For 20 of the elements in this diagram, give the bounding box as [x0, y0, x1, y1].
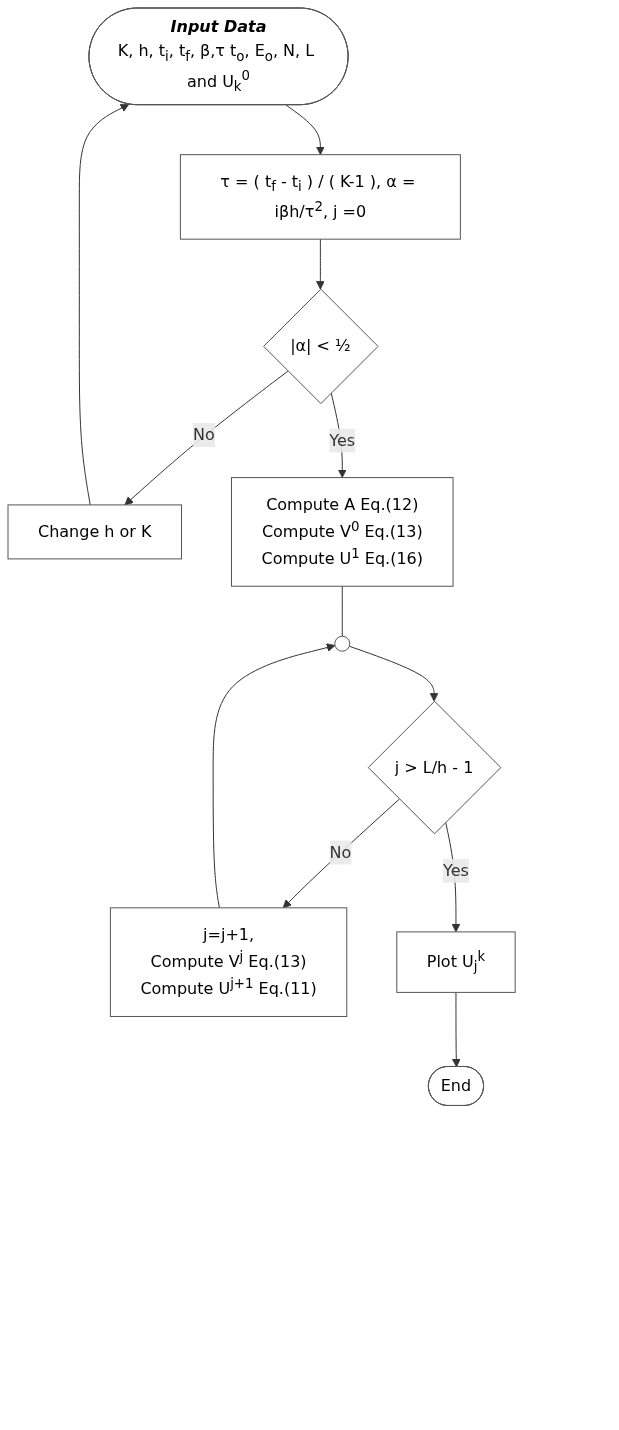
node-diamond: j > L/h - 1 — [367, 700, 502, 835]
arrow — [316, 238, 325, 290]
arrow — [78, 103, 130, 506]
arrow — [282, 798, 400, 909]
connector — [341, 585, 343, 637]
node-diamond: |α| < ½ — [263, 288, 379, 405]
node-box: τ = ( t$_{f}$ - t$_{i}$ ) / ( K-1 ), α = iβh/τ$^{2}$, j =0 — [179, 154, 461, 240]
edge-label: No — [329, 842, 352, 862]
arrow — [124, 370, 289, 506]
node-box: j=j+1, Compute V$^{j}$ Eq.(13) Compute U$^{j+1}$ Eq.(11) — [109, 907, 348, 1017]
arrow — [451, 991, 461, 1068]
node-box: Change h or K — [7, 504, 182, 560]
node-circle — [334, 635, 351, 652]
arrow — [212, 643, 336, 909]
arrow — [348, 645, 439, 702]
arrow — [285, 104, 325, 156]
node-box: Compute A Eq.(12) Compute V$^{0}$ Eq.(13) Compute U$^{1}$ Eq.(16) — [231, 477, 454, 587]
edge-label: No — [193, 425, 215, 445]
edge-label: Yes — [443, 860, 469, 880]
edge-label: Yes — [329, 430, 356, 450]
